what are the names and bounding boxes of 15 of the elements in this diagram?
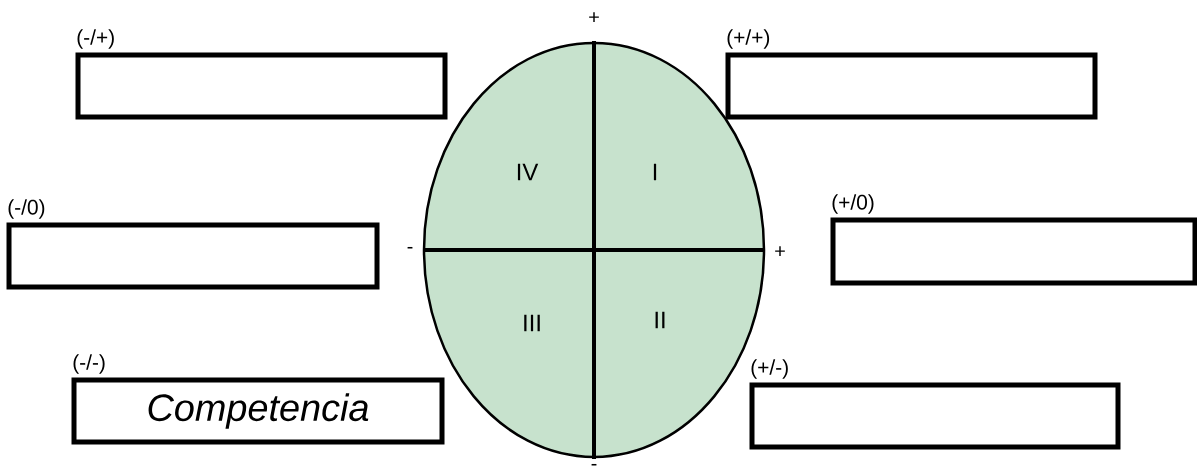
box-heading: (+/0) bbox=[832, 194, 874, 214]
box-heading: (-/0) bbox=[8, 199, 45, 219]
axis-sign: + bbox=[775, 246, 785, 256]
quadrant-label: IV bbox=[517, 163, 539, 181]
axis-sign: - bbox=[591, 463, 597, 466]
box-heading: (-/+) bbox=[77, 29, 114, 49]
box-heading: (+/-) bbox=[751, 359, 788, 379]
box-heading: (+/+) bbox=[727, 29, 770, 49]
quadrant-label: I bbox=[653, 163, 657, 181]
axis-sign: + bbox=[589, 12, 599, 22]
text-box: Competencia bbox=[71, 377, 445, 445]
quadrant-label: II bbox=[655, 311, 665, 329]
axis-sign: - bbox=[407, 246, 413, 249]
quadrant-label: III bbox=[524, 314, 540, 332]
box-heading: (-/-) bbox=[73, 354, 105, 374]
